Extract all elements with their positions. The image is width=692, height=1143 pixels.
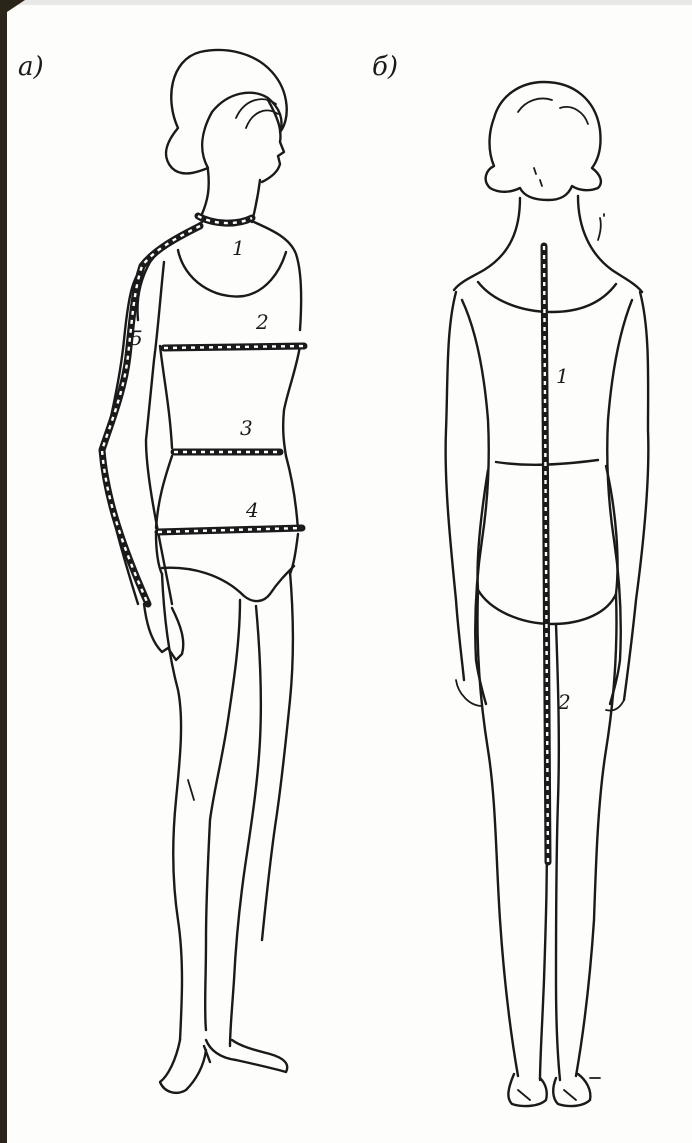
back-feet <box>508 1074 546 1106</box>
front-label-4: 4 <box>246 500 259 520</box>
front-label-5: 5 <box>130 328 143 348</box>
back-label-1: 1 <box>556 366 569 386</box>
front-label-3: 3 <box>240 418 253 438</box>
front-tapes <box>102 216 304 604</box>
front-neck <box>202 170 209 214</box>
back-label-2: 2 <box>558 692 571 712</box>
front-arm-inner <box>146 262 172 604</box>
back-leg-right <box>576 594 617 1076</box>
back-arm-left <box>446 292 464 680</box>
back-hair <box>486 82 601 200</box>
front-figure <box>102 50 304 1093</box>
back-arm-right <box>624 292 648 700</box>
front-shoe-back <box>160 1040 206 1093</box>
front-label-1: 1 <box>232 238 245 258</box>
back-leg-left <box>477 590 518 1076</box>
front-torso-left <box>138 222 203 320</box>
back-figure <box>446 82 649 1106</box>
front-shoe-front <box>206 1040 287 1072</box>
front-label-2: 2 <box>256 312 269 332</box>
front-hair <box>166 50 287 173</box>
front-leg-back <box>162 574 182 1040</box>
back-tape <box>544 246 548 862</box>
